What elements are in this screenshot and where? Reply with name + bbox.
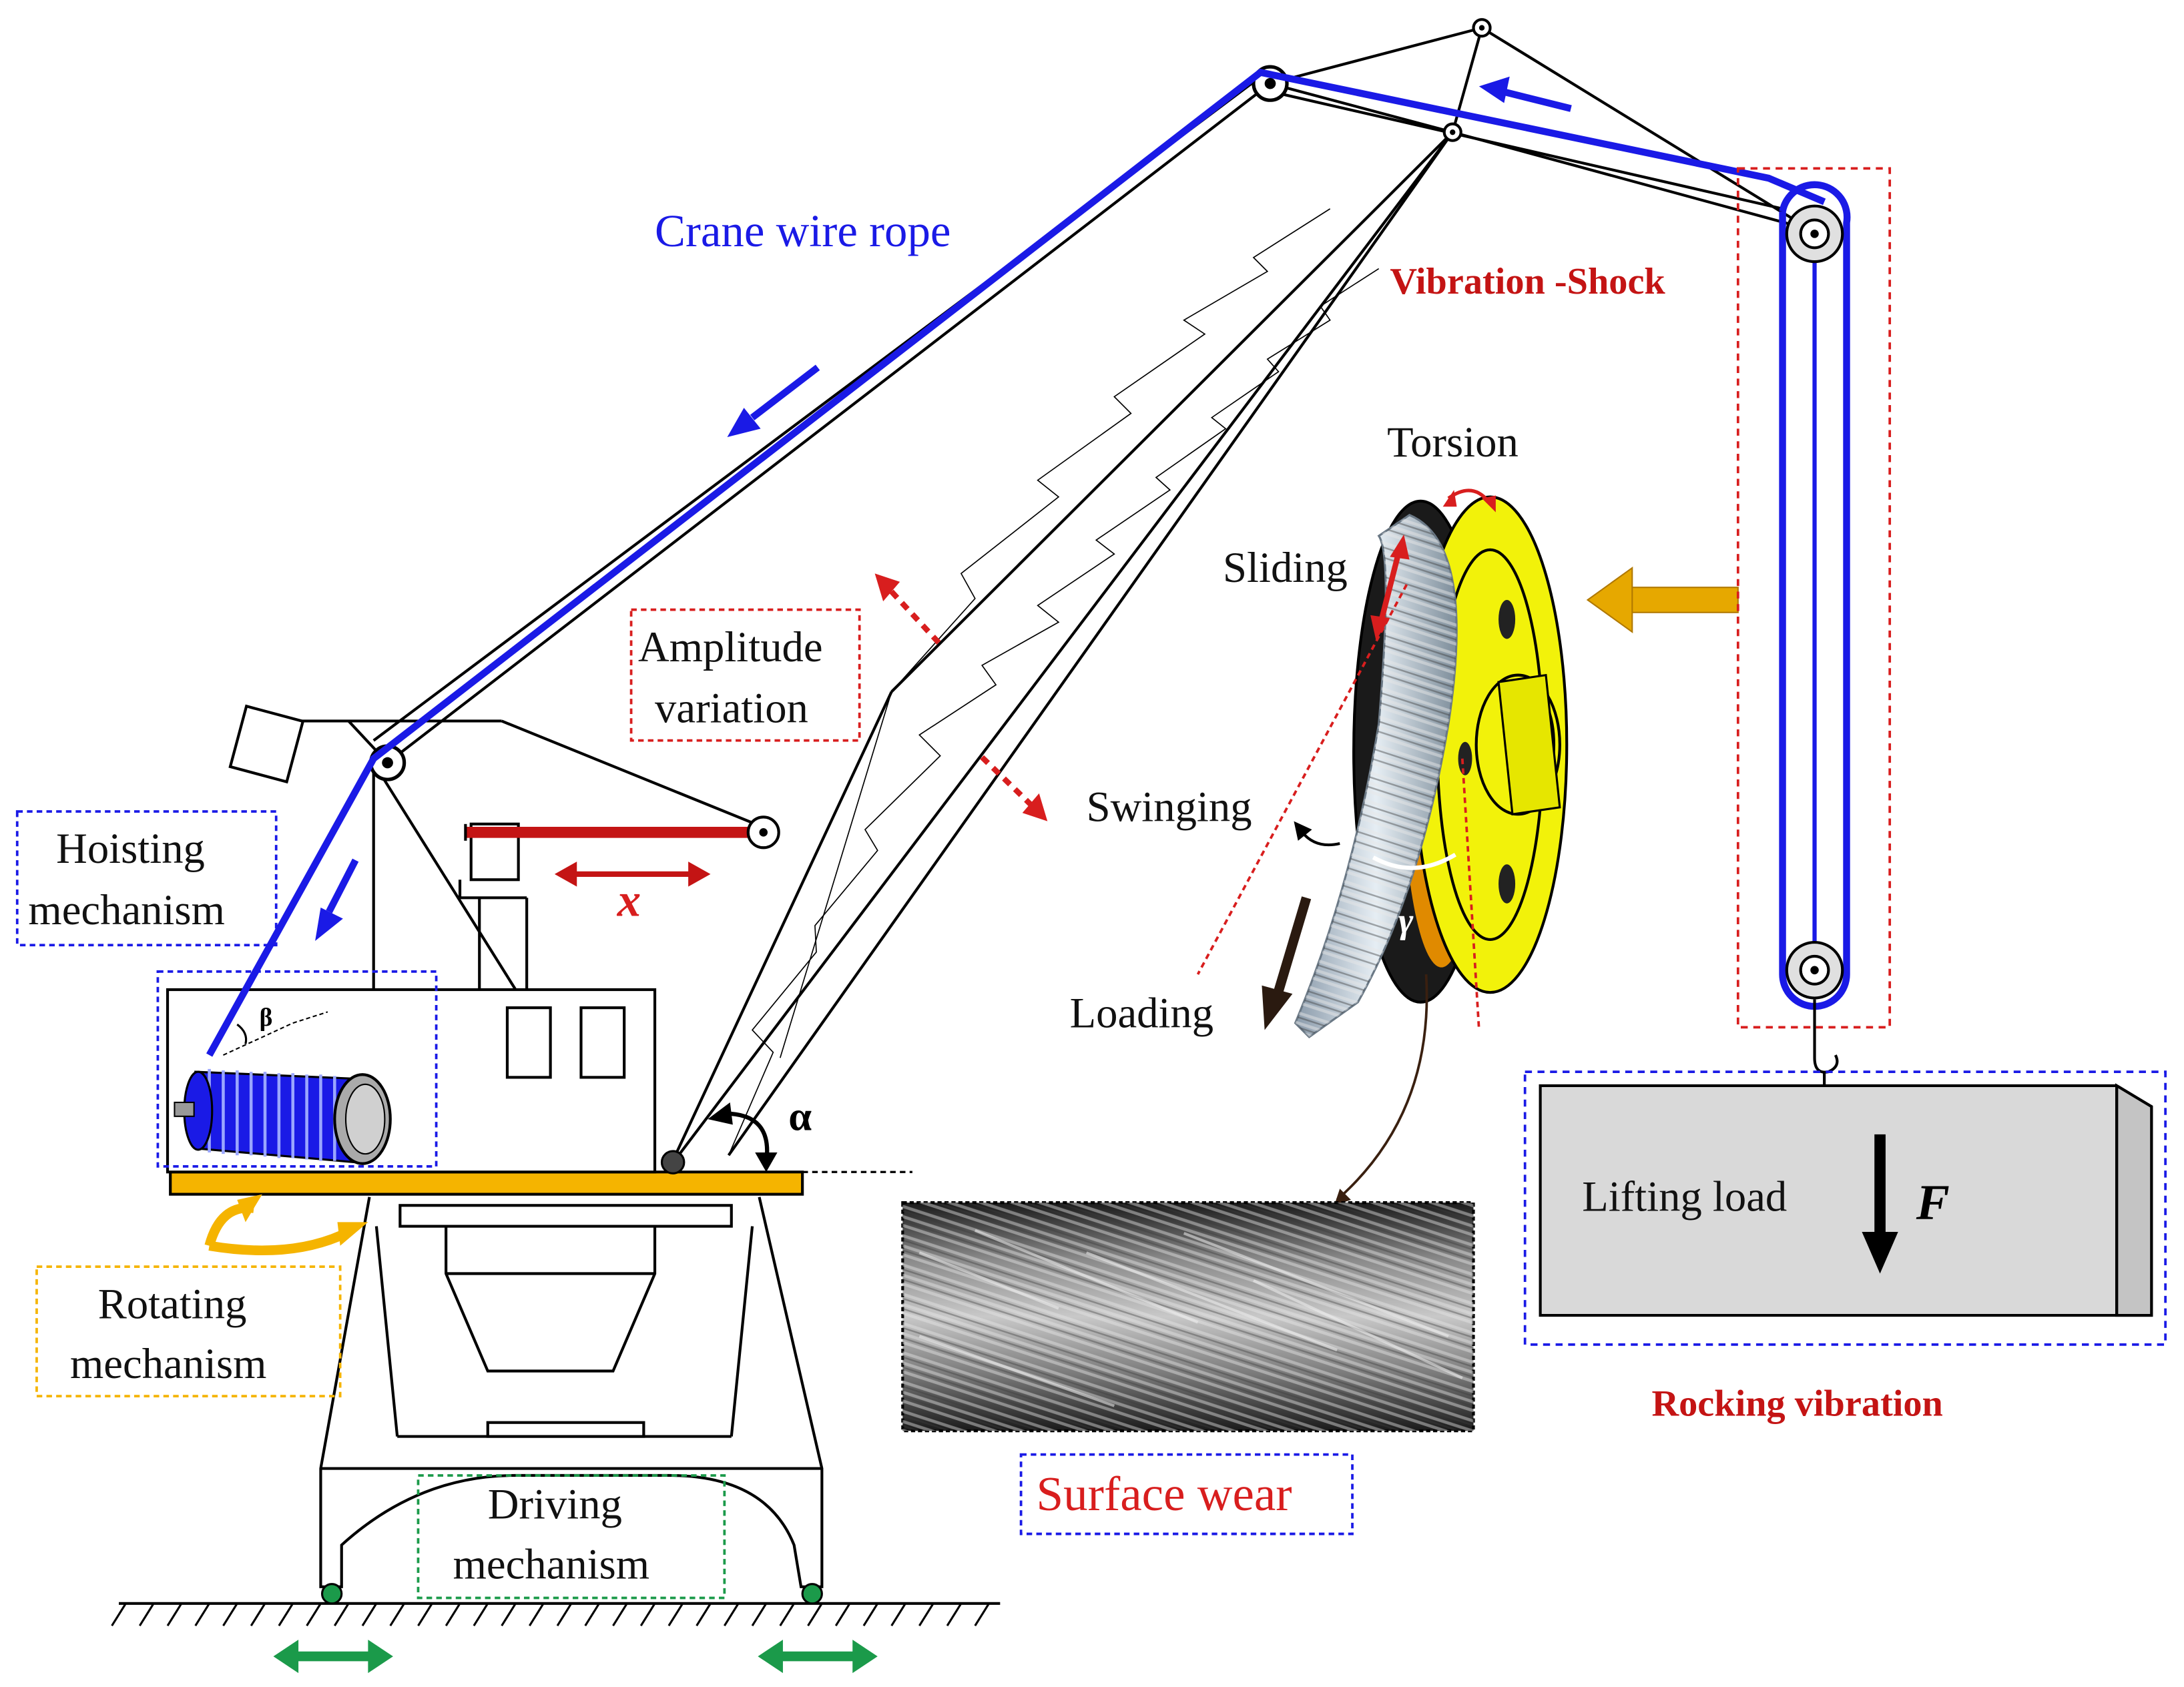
wire-rope [206,68,1851,1057]
hook [1813,999,1839,1089]
beta-arc [236,1023,248,1044]
boom-hinge [660,1150,686,1174]
lifting-load-label: Lifting load [1582,1172,1787,1221]
top-sheave [1785,204,1844,264]
rope-arrow-jib [1478,76,1572,112]
force-arrow [1862,1134,1898,1274]
swinging-label: Swinging [1087,783,1252,831]
wheel-left [320,1583,343,1605]
drum-box [156,970,438,1168]
alpha-symbol: α [788,1093,812,1140]
loading-label: Loading [1070,988,1213,1036]
gamma-arc [1372,853,1457,870]
sheave-pointer-arrow [1586,566,1739,633]
x-symbol: x [617,874,641,926]
rope-arrow-mid [727,364,820,437]
surface-wear-label: Surface wear [1037,1467,1292,1521]
hoisting-mechanism-label-line1: Hoisting [56,824,205,872]
amplitude-variation-box [629,608,861,742]
turntable-platform [169,1170,912,1196]
rotating-arrow [204,1194,368,1256]
hoist-drum [174,1011,392,1165]
rope-arrow-hoist [315,858,359,942]
swinging-line [1196,584,1480,1030]
torsion-label: Torsion [1387,418,1519,466]
hoisting-mechanism-label-line2: mechanism [28,886,224,934]
beta-symbol: β [260,1004,273,1032]
rotating-mechanism-box [35,1265,342,1397]
torsion-arrow [1442,488,1496,513]
vibration-shock-label: Vibration -Shock [1390,261,1665,302]
luffing-cylinder [464,815,780,882]
amplitude-variation-label-line2: variation [655,684,808,732]
sliding-label: Sliding [1223,543,1348,591]
top-pin [1472,18,1492,38]
hoisting-mechanism-box [15,810,278,947]
force-symbol: F [1916,1175,1950,1231]
boom-head-pin [1442,122,1462,142]
loading-arrow [1262,896,1312,1030]
boom-lattice [728,208,1380,1156]
vibration-shock-box [1736,167,1892,1029]
driving-arrow-left [273,1640,393,1674]
alpha-arc [708,1102,778,1172]
lifting-load [1539,1083,2153,1317]
ground [111,1602,1001,1627]
rotating-mechanism-label-line2: mechanism [70,1339,266,1387]
driving-arrow-right [758,1640,878,1674]
wear-pointer [1334,974,1428,1206]
driving-mechanism-label-line2: mechanism [453,1540,649,1588]
driving-mechanism-label-line1: Driving [488,1480,622,1528]
jib [372,26,1812,764]
amplitude-arrow-lower [980,755,1048,821]
rocking-vibration-label: Rocking vibration [1651,1383,1942,1424]
x-displacement-arrow [554,862,711,887]
bottom-sheave [1785,941,1844,1000]
rotating-mechanism-label-line1: Rotating [98,1279,247,1327]
swinging-arrow [1294,821,1340,847]
crane-wire-rope-label: Crane wire rope [655,206,950,256]
surface-wear-box [1019,1453,1354,1536]
sheave-detail [1294,495,1569,1038]
rocking-vibration-box [1523,1070,2167,1346]
amplitude-arrow-upper [874,573,944,648]
portal-frame [319,1197,824,1588]
amplitude-variation-label-line1: Amplitude [638,623,823,671]
gamma-symbol: γ [1398,900,1414,940]
wheel-right [801,1583,823,1605]
surface-wear-image [901,1201,1475,1433]
sliding-arrow [1370,534,1410,641]
